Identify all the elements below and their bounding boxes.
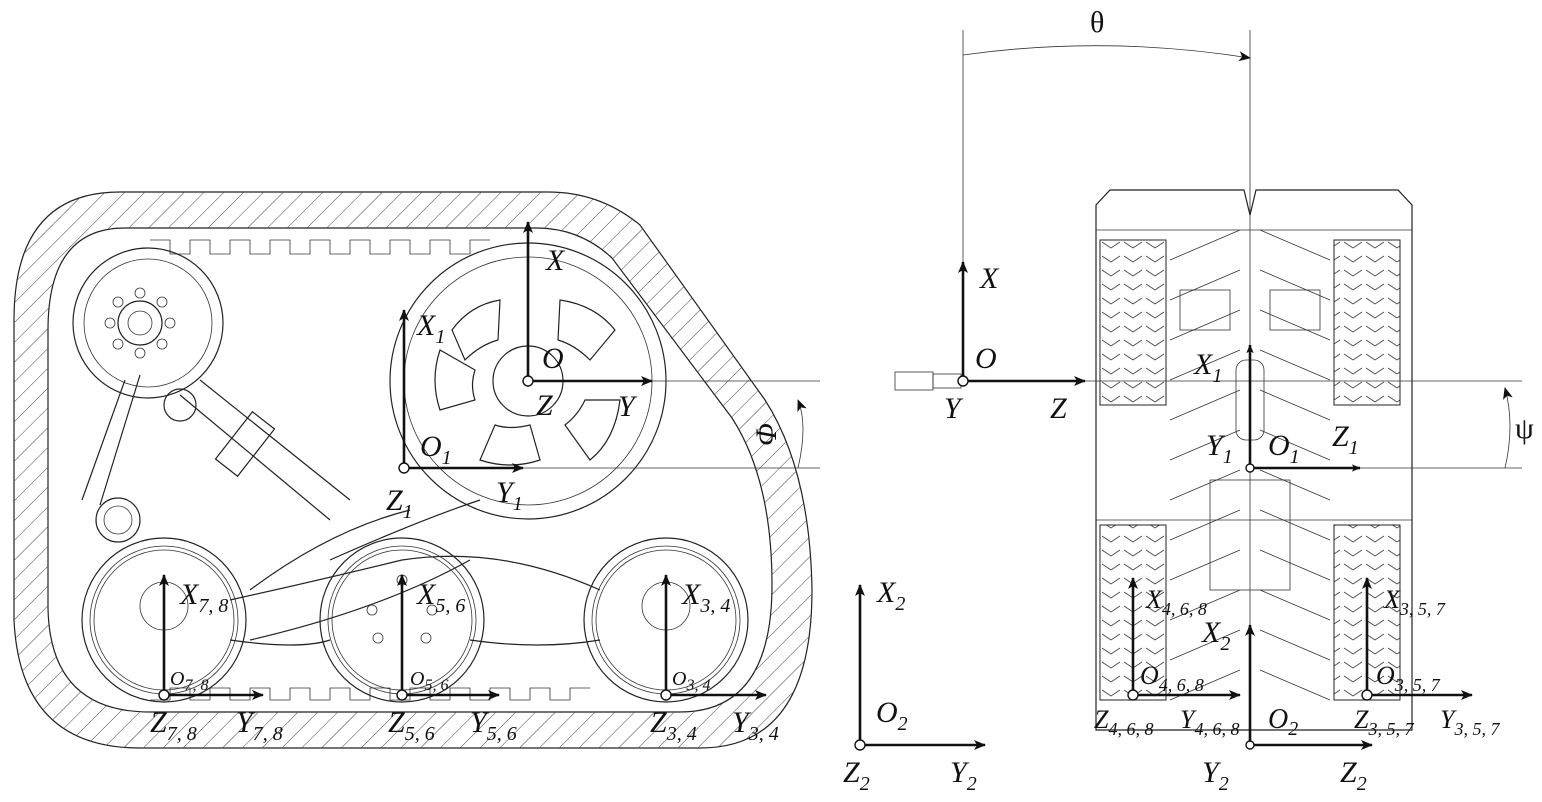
label-y1: Y1 bbox=[496, 476, 523, 515]
frame-o bbox=[522, 221, 653, 387]
phi-arc bbox=[797, 399, 807, 469]
label-o: O bbox=[542, 342, 564, 375]
label-z1-front: Z1 bbox=[1332, 420, 1359, 459]
label-x468: X4, 6, 8 bbox=[1145, 585, 1207, 619]
ground-frame: X2 O2 Z2 Y2 bbox=[843, 576, 986, 795]
label-y-front: Y bbox=[944, 392, 964, 425]
label-o-front: O bbox=[975, 342, 997, 375]
label-y468: Y4, 6, 8 bbox=[1180, 705, 1239, 739]
theta-arc bbox=[962, 45, 1251, 62]
label-z78: Z7, 8 bbox=[150, 706, 197, 745]
label-psi: ψ bbox=[1515, 412, 1534, 445]
label-o468: O4, 6, 8 bbox=[1140, 661, 1204, 695]
frame-o1-front bbox=[1245, 344, 1361, 473]
label-z34: Z3, 4 bbox=[650, 706, 697, 745]
label-z468: Z4, 6, 8 bbox=[1094, 705, 1153, 739]
label-x-front: X bbox=[979, 262, 1000, 295]
label-x2-front: X2 bbox=[1201, 616, 1230, 655]
pad-upper-left bbox=[1099, 239, 1167, 406]
label-o1-front: O1 bbox=[1268, 429, 1300, 468]
label-z: Z bbox=[536, 389, 553, 422]
label-y56: Y5, 6 bbox=[470, 706, 517, 745]
label-theta: θ bbox=[1090, 6, 1104, 39]
label-x357: X3, 5, 7 bbox=[1383, 585, 1446, 619]
label-phi: Φ bbox=[750, 423, 783, 446]
frame-o56 bbox=[396, 574, 500, 701]
label-x1-front: X1 bbox=[1193, 348, 1222, 387]
label-x2: X2 bbox=[876, 576, 905, 615]
label-y2: Y2 bbox=[950, 756, 977, 795]
label-z-front: Z bbox=[1050, 392, 1067, 425]
label-x: X bbox=[545, 244, 566, 277]
label-x56: X5, 6 bbox=[416, 578, 465, 617]
label-z2: Z2 bbox=[843, 756, 870, 795]
frame-o34 bbox=[660, 574, 767, 701]
pad-upper-right bbox=[1333, 239, 1401, 406]
frame-o357 bbox=[1361, 577, 1473, 701]
label-o2: O2 bbox=[876, 696, 908, 735]
bogie-frame bbox=[229, 555, 601, 646]
label-y34: Y3, 4 bbox=[732, 706, 779, 745]
frame-o1 bbox=[398, 309, 524, 474]
frame-o468 bbox=[1127, 577, 1241, 701]
label-y1-front: Y1 bbox=[1206, 429, 1233, 468]
label-z357: Z3, 5, 7 bbox=[1354, 705, 1414, 739]
label-x34: X3, 4 bbox=[681, 578, 730, 617]
label-z1: Z1 bbox=[386, 484, 413, 523]
label-y: Y bbox=[618, 390, 638, 423]
label-x78: X7, 8 bbox=[179, 578, 228, 617]
drive-shaft-stub bbox=[894, 371, 962, 391]
frame-o2-front bbox=[1245, 624, 1373, 750]
label-o34: O3, 4 bbox=[672, 668, 710, 694]
label-o2-front: O2 bbox=[1268, 704, 1298, 740]
track-belt-outer bbox=[13, 191, 813, 749]
label-y357: Y3, 5, 7 bbox=[1440, 705, 1500, 739]
track-belt-hatch bbox=[14, 192, 812, 748]
idler-wheel bbox=[72, 247, 224, 399]
track-front-view: θ bbox=[894, 6, 1534, 795]
label-o78: O7, 8 bbox=[170, 668, 208, 694]
track-teeth-top bbox=[150, 239, 490, 255]
label-o357: O3, 5, 7 bbox=[1376, 661, 1441, 695]
track-side-view: X O Z Y X1 O1 Z1 Y1 X7, 8 X5, 6 X3, 4 O7… bbox=[13, 191, 820, 749]
label-y78: Y7, 8 bbox=[236, 706, 283, 745]
label-z2-front: Z2 bbox=[1340, 756, 1367, 795]
label-x1: X1 bbox=[416, 309, 445, 348]
track-body-front bbox=[1095, 189, 1413, 731]
track-teeth-bottom bbox=[150, 687, 590, 701]
label-o56: O5, 6 bbox=[410, 668, 448, 694]
frame-o78 bbox=[158, 574, 264, 701]
label-o1: O1 bbox=[420, 430, 452, 469]
psi-arc bbox=[1503, 387, 1513, 469]
label-z56: Z5, 6 bbox=[388, 706, 435, 745]
label-y2-front: Y2 bbox=[1202, 756, 1229, 795]
frame-o-front bbox=[957, 261, 1086, 387]
